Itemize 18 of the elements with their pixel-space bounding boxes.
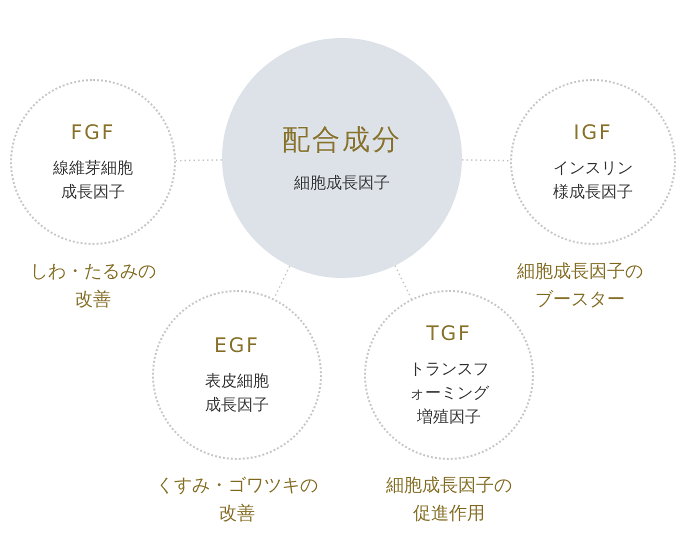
description-text: トランスフォーミング増殖因子 [408, 358, 490, 428]
connector-line [176, 159, 222, 162]
effect-caption: くすみ・ゴワツキの改善 [156, 474, 318, 526]
effect-caption: 細胞成長因子のブースター [517, 260, 643, 312]
heading-text: TGF [426, 321, 472, 345]
heading-text: 配合成分 [282, 122, 402, 158]
heading-text: FGF [70, 120, 116, 144]
description-text: 細胞成長因子 [294, 172, 390, 194]
description-text: 線維芽細胞成長因子 [52, 157, 134, 203]
heading-text: IGF [574, 120, 612, 144]
connector-line [273, 266, 290, 299]
connector-line [462, 159, 510, 162]
effect-caption: しわ・たるみの改善 [30, 260, 156, 312]
heading-text: EGF [214, 333, 260, 357]
connector-line [394, 265, 412, 300]
description-text: インスリン様成長因子 [552, 157, 634, 203]
effect-caption: 細胞成長因子の促進作用 [386, 474, 512, 526]
description-text: 表皮細胞成長因子 [204, 370, 270, 416]
